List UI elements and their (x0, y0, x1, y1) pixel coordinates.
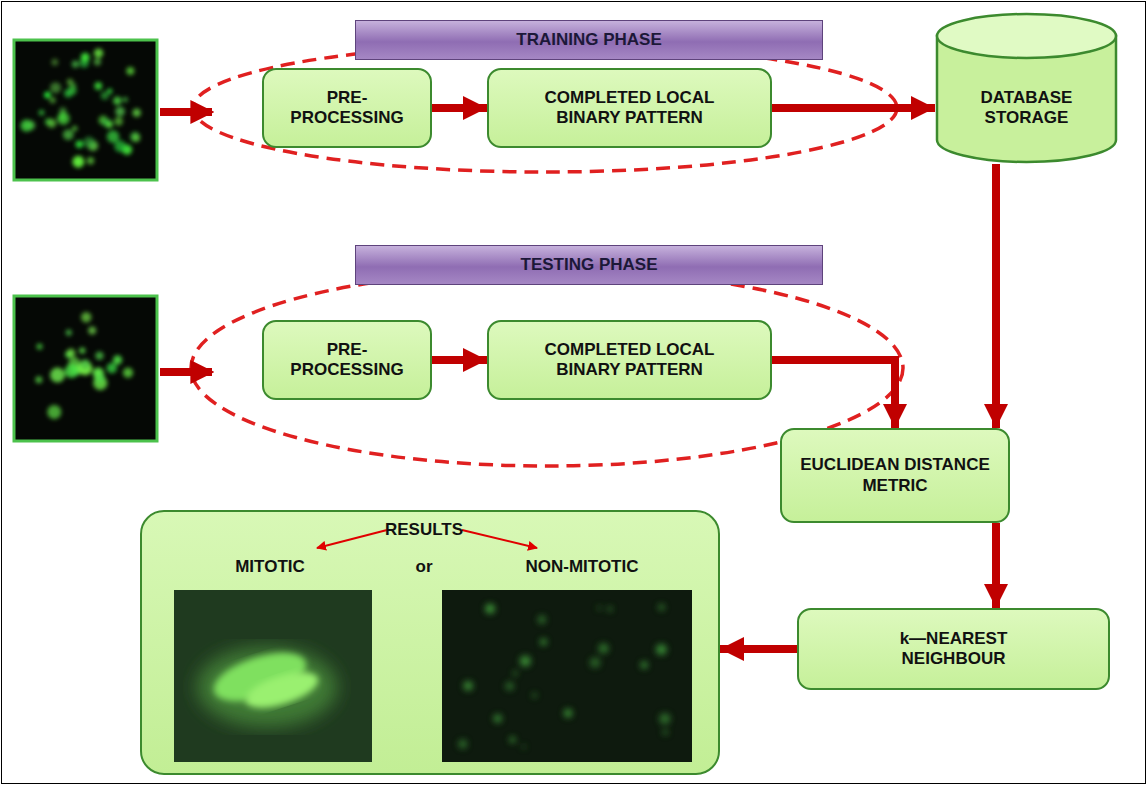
process-box: PRE- PROCESSING (262, 320, 432, 400)
phase-band: TESTING PHASE (355, 245, 823, 285)
result-label: MITOTIC (235, 557, 305, 577)
result-label: NON-MITOTIC (525, 557, 638, 577)
node-label: DATABASE STORAGE (967, 88, 1087, 129)
result-label: or (416, 557, 433, 577)
process-box: EUCLIDEAN DISTANCE METRIC (780, 428, 1010, 523)
node-label: PRE- PROCESSING (285, 340, 410, 381)
cell-image-frame (14, 296, 157, 441)
process-box: COMPLETED LOCAL BINARY PATTERN (487, 68, 772, 148)
phase-title: TESTING PHASE (521, 255, 658, 275)
flow-arrow (992, 523, 1000, 608)
flow-arrow (772, 360, 895, 428)
result-label: RESULTS (385, 520, 463, 540)
process-box: PRE- PROCESSING (262, 68, 432, 148)
phase-title: TRAINING PHASE (516, 30, 661, 50)
node-label: EUCLIDEAN DISTANCE METRIC (790, 455, 1000, 496)
node-label: PRE- PROCESSING (285, 88, 410, 129)
flow-arrow (992, 164, 1000, 428)
flow-arrow (432, 356, 487, 364)
input-arrow (160, 368, 212, 376)
phase-band: TRAINING PHASE (355, 20, 823, 60)
process-box: k—NEAREST NEIGHBOUR (797, 608, 1110, 690)
node-label: COMPLETED LOCAL BINARY PATTERN (535, 88, 725, 129)
process-box: COMPLETED LOCAL BINARY PATTERN (487, 320, 772, 400)
results-box: RESULTS MITOTIC or NON-MITOTIC (140, 510, 720, 775)
cell-image (20, 48, 141, 167)
node-label: COMPLETED LOCAL BINARY PATTERN (535, 340, 725, 381)
flow-arrow (720, 645, 797, 653)
database-cylinder: DATABASE STORAGE (935, 12, 1118, 164)
input-arrow (160, 108, 212, 116)
node-label: k—NEAREST NEIGHBOUR (889, 629, 1019, 670)
flow-arrow (772, 104, 935, 112)
result-images (142, 512, 722, 777)
flow-arrow (432, 104, 487, 112)
cell-image (35, 312, 133, 419)
cell-image-frame (14, 40, 157, 180)
